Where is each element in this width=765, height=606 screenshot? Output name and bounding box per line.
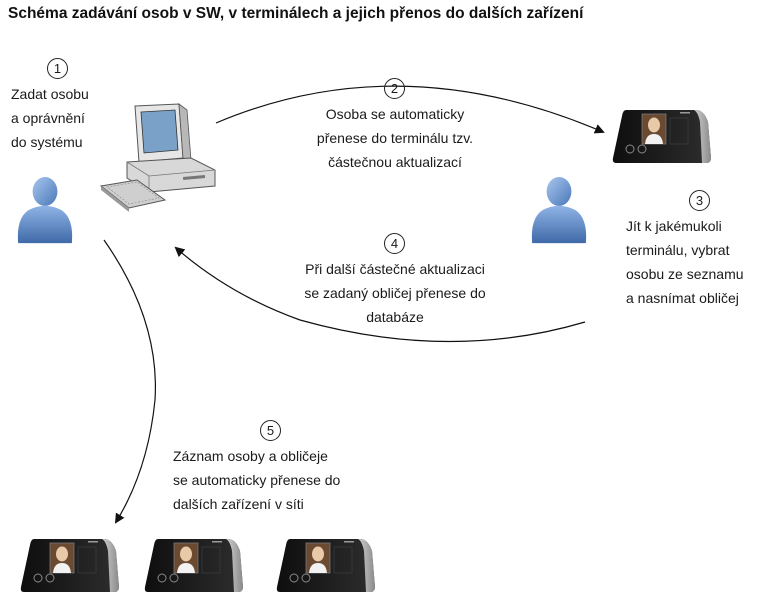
face-terminal-icon: [612, 108, 712, 164]
step-4-number: 4: [384, 233, 405, 254]
person-icon: [528, 170, 590, 246]
step-3-text: Jít k jakémukoli terminálu, vybrat osobu…: [626, 218, 744, 306]
step-2-number: 2: [384, 78, 405, 99]
face-terminal-icon: [144, 537, 244, 593]
step-4-text: Při další částečné aktualizaci se zadaný…: [304, 261, 486, 325]
step-5-text: Záznam osoby a obličeje se automaticky p…: [173, 448, 341, 512]
arrow-software-to-network: [103, 239, 157, 524]
person-icon: [14, 170, 76, 246]
step-1-text: Zadat osobu a oprávnění do systému: [11, 86, 89, 150]
step-1-number: 1: [47, 58, 68, 79]
face-terminal-icon: [276, 537, 376, 593]
step-5-number: 5: [260, 420, 281, 441]
computer-icon: [99, 103, 216, 212]
step-3-number: 3: [689, 190, 710, 211]
step-2-text: Osoba se automaticky přenese do terminál…: [316, 106, 474, 170]
face-terminal-icon: [20, 537, 120, 593]
diagram-title: Schéma zadávání osob v SW, v terminálech…: [8, 5, 584, 22]
arrow-terminal-to-software: [174, 246, 586, 343]
